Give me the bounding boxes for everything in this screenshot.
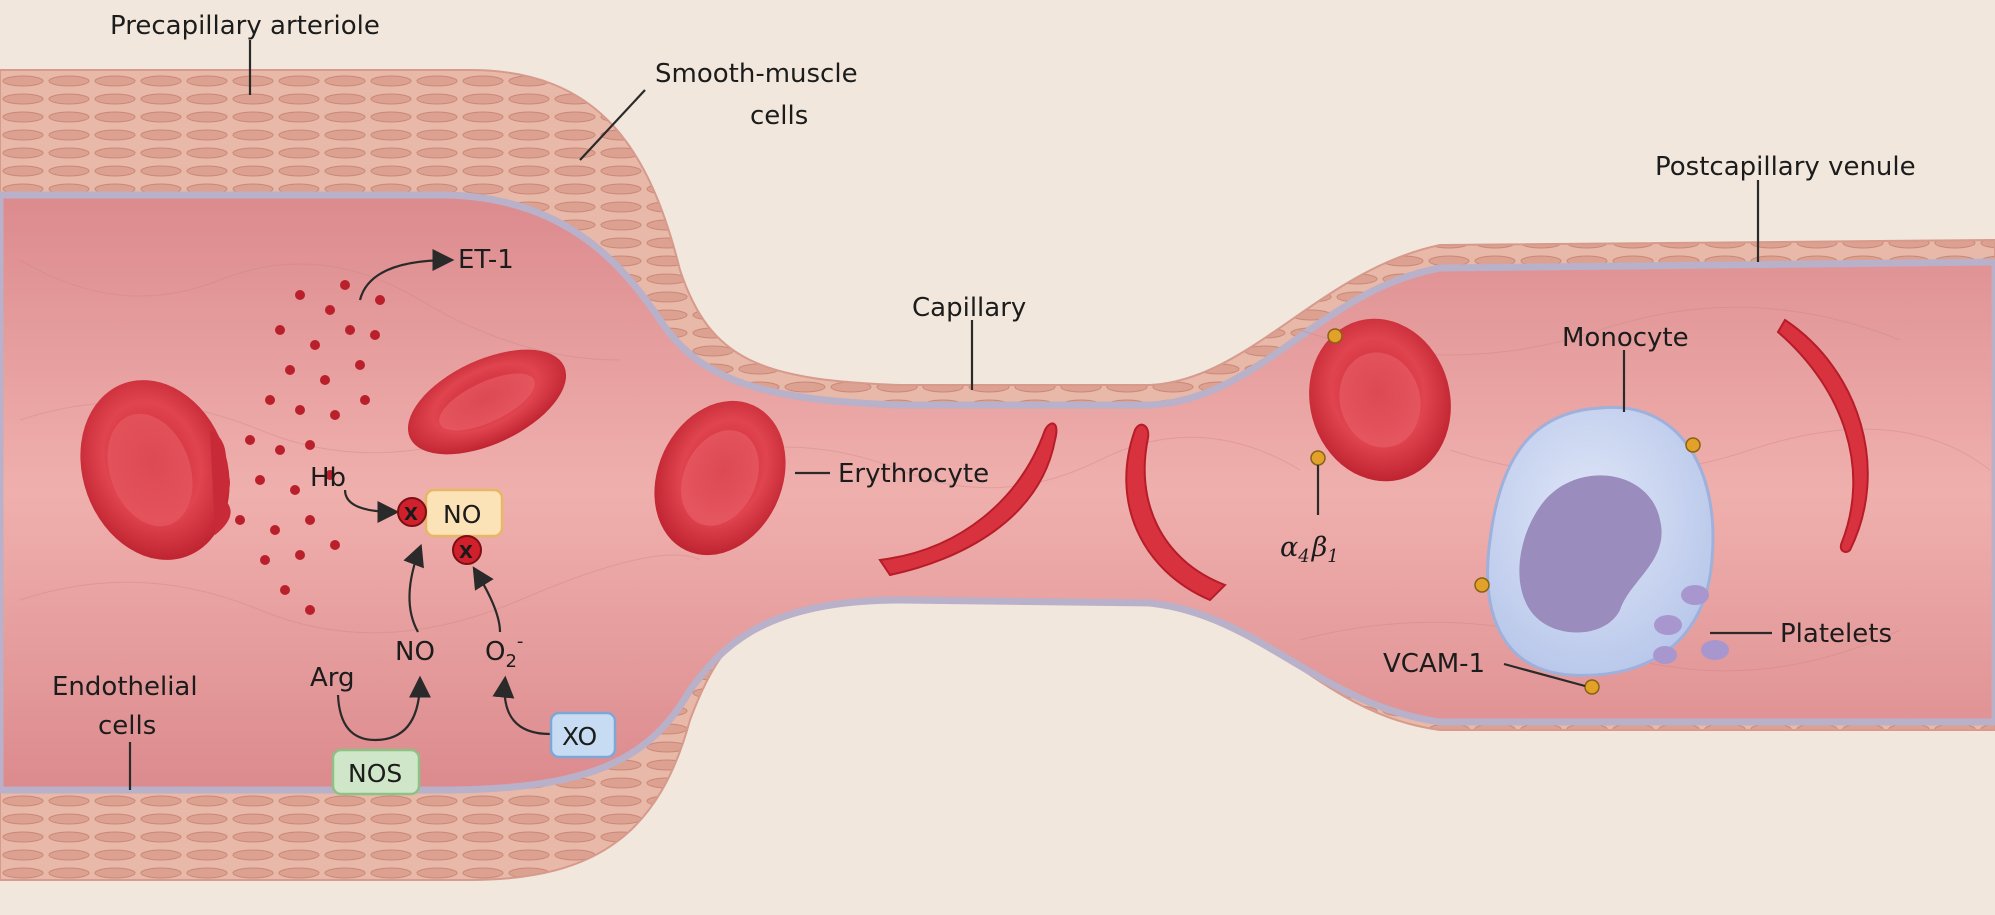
label-precapillary-arteriole: Precapillary arteriole [110,11,380,41]
label-platelets: Platelets [1780,619,1892,649]
label-monocyte: Monocyte [1562,323,1689,353]
label-erythrocyte: Erythrocyte [838,459,989,489]
label-endothelial-2: cells [98,711,156,741]
label-smooth-muscle-1: Smooth-muscle [655,59,858,89]
label-postcapillary-venule: Postcapillary venule [1655,152,1916,182]
label-endothelial-1: Endothelial [52,672,198,702]
label-capillary: Capillary [912,293,1026,323]
label-nos: NOS [348,759,402,788]
label-et1: ET-1 [458,245,514,275]
block-mark-o2: X [459,542,473,563]
label-no-product: NO [395,637,435,667]
label-no-box: NO [443,500,481,529]
label-arg: Arg [310,663,355,693]
block-mark-hb: X [404,504,418,525]
monocyte-cell [1488,407,1713,675]
label-vcam1: VCAM-1 [1383,649,1485,679]
label-hb: Hb [310,463,346,493]
label-xo: XO [562,722,597,751]
label-smooth-muscle-2: cells [750,101,808,131]
